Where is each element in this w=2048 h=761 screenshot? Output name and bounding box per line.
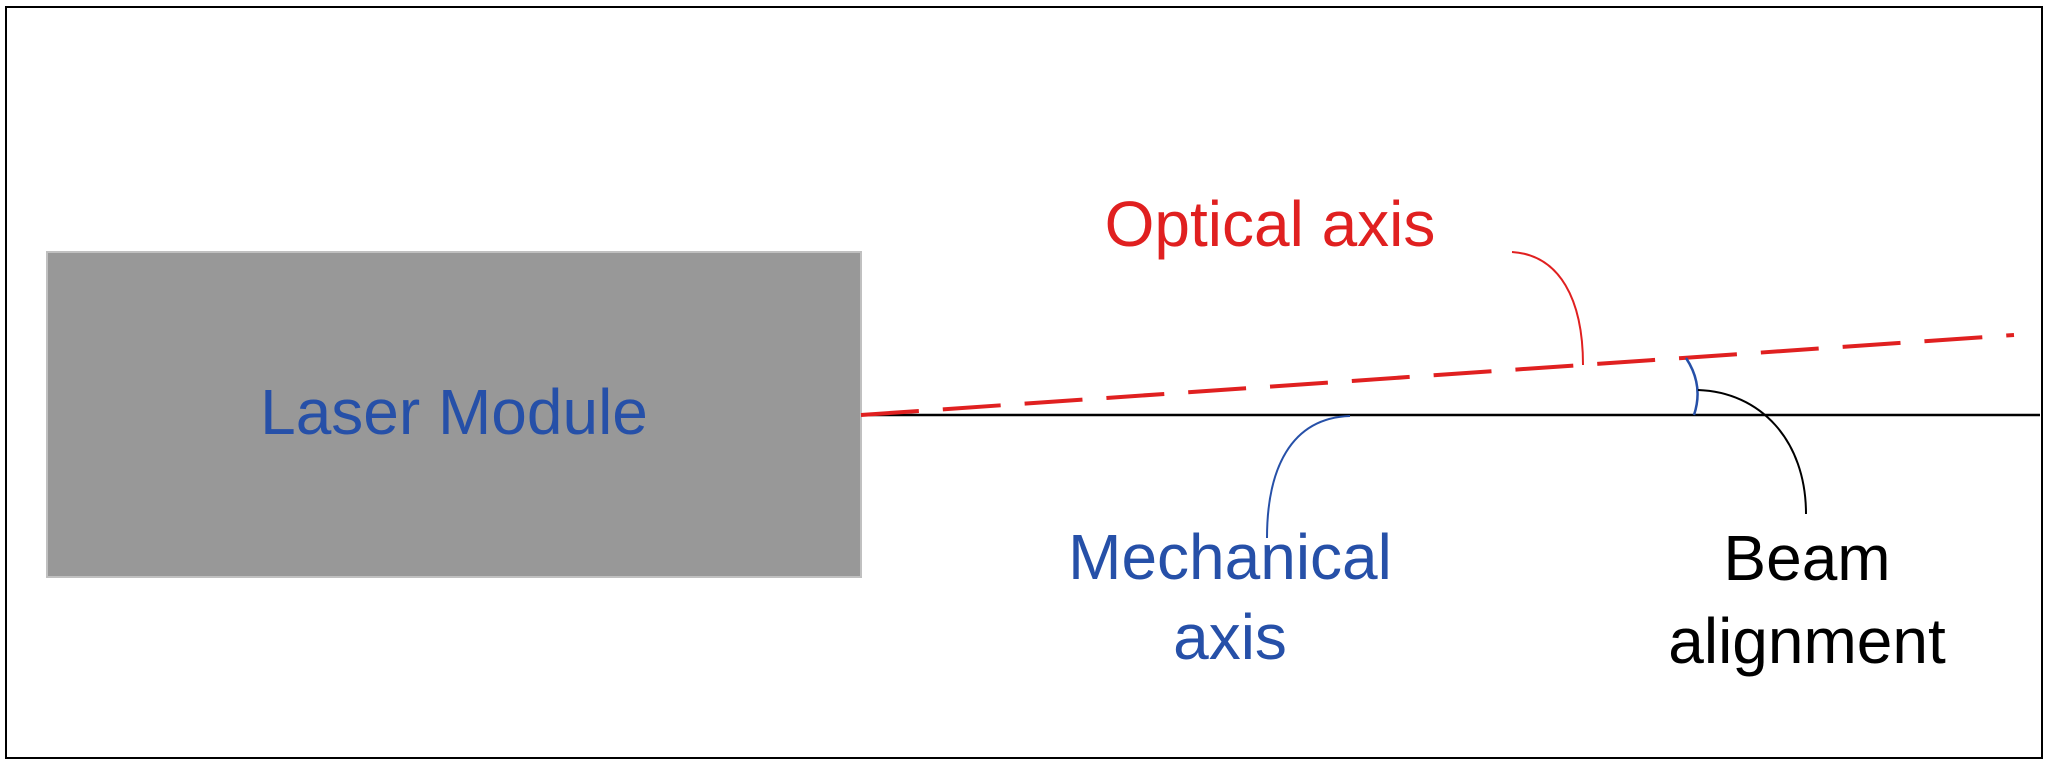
beam-alignment-angle-arc	[1684, 357, 1699, 416]
beam-alignment-label-line1: Beam	[1723, 522, 1891, 594]
laser-module-box	[46, 251, 862, 578]
mechanical-axis-label-line1: Mechanical	[1068, 521, 1392, 593]
mechanical-axis-label-line2: axis	[1173, 601, 1287, 673]
optical-axis-line	[860, 333, 2015, 417]
beam-alignment-leader	[1697, 389, 1807, 515]
beam-alignment-label-line2: alignment	[1668, 605, 1946, 677]
optical-axis-leader	[1511, 251, 1584, 366]
mechanical-axis-leader	[1266, 415, 1351, 539]
laser-module-label: Laser Module	[260, 376, 648, 448]
optical-axis-label: Optical axis	[1104, 188, 1436, 260]
